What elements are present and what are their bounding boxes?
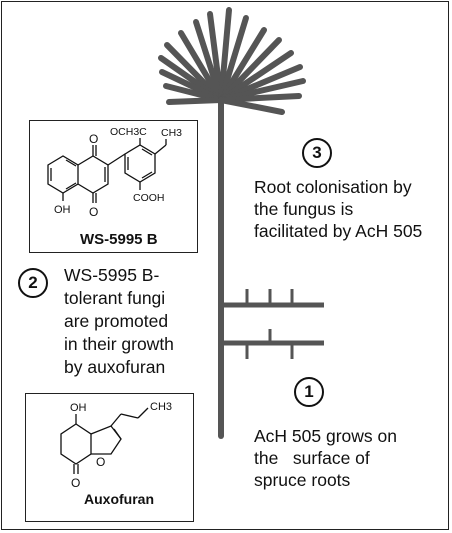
- root-top-branch-9: [218, 7, 232, 103]
- step-3-text: Root colonisation by the fungus is facil…: [254, 176, 422, 242]
- ws5995b-methyl: CH3: [161, 127, 182, 139]
- ws5995b-structure: O O OH OCH3C CH3 COOH WS-5995 B: [47, 126, 182, 248]
- step-2-line-2: tolerant fungi: [64, 288, 166, 308]
- step-2-text: WS-5995 B- tolerant fungi are promoted i…: [64, 264, 174, 379]
- auxofuran-structure: OH CH3 O O Auxofuran: [60, 401, 172, 507]
- step-1-number: 1: [294, 377, 324, 407]
- root-top-branch-8: [166, 97, 224, 105]
- step-2-line-3: are promoted: [64, 311, 169, 331]
- step-1-text: AcH 505 grows on the surface of spruce r…: [254, 425, 397, 491]
- root-top-branch-2: [193, 19, 224, 103]
- step-1-line-1: AcH 505 grows on: [254, 426, 397, 446]
- ws5995b-structure-box: O O OH OCH3C CH3 COOH WS-5995 B: [29, 120, 198, 253]
- root-branches: [158, 7, 306, 439]
- auxofuran-hydroxyl: OH: [70, 402, 87, 414]
- ws5995b-methoxy: OCH3C: [110, 126, 147, 138]
- step-3-number: 3: [302, 138, 332, 168]
- root-top-branch-10: [218, 15, 249, 103]
- root-top-branch-17: [218, 97, 285, 115]
- ws5995b-ketone-top: O: [89, 132, 98, 146]
- step-2-line-1: WS-5995 B-: [64, 265, 160, 285]
- root-top-branch-16: [218, 93, 302, 103]
- auxofuran-furan-oxygen: O: [96, 455, 105, 469]
- root-top-branch-3: [178, 30, 224, 103]
- ws5995b-hydroxyl: OH: [54, 204, 71, 216]
- ws5995b-ketone-bottom: O: [89, 205, 98, 219]
- ws5995b-acid: COOH: [133, 192, 165, 204]
- step-1-line-2: the surface of: [254, 448, 370, 468]
- step-2-line-5: by auxofuran: [64, 357, 166, 377]
- step-2-number: 2: [18, 268, 48, 298]
- auxofuran-structure-box: OH CH3 O O Auxofuran: [25, 393, 194, 522]
- auxofuran-name: Auxofuran: [84, 491, 154, 507]
- ws5995b-name: WS-5995 B: [80, 231, 158, 248]
- step-3-line-2: the fungus is: [254, 199, 354, 219]
- step-3-line-3: facilitated by AcH 505: [254, 221, 423, 241]
- auxofuran-ketone: O: [71, 476, 80, 490]
- side-roots: [221, 289, 324, 359]
- step-1-line-3: spruce roots: [254, 470, 351, 490]
- auxofuran-propyl-end: CH3: [150, 401, 172, 413]
- step-3-line-1: Root colonisation by: [254, 177, 412, 197]
- step-2-line-4: in their growth: [64, 334, 174, 354]
